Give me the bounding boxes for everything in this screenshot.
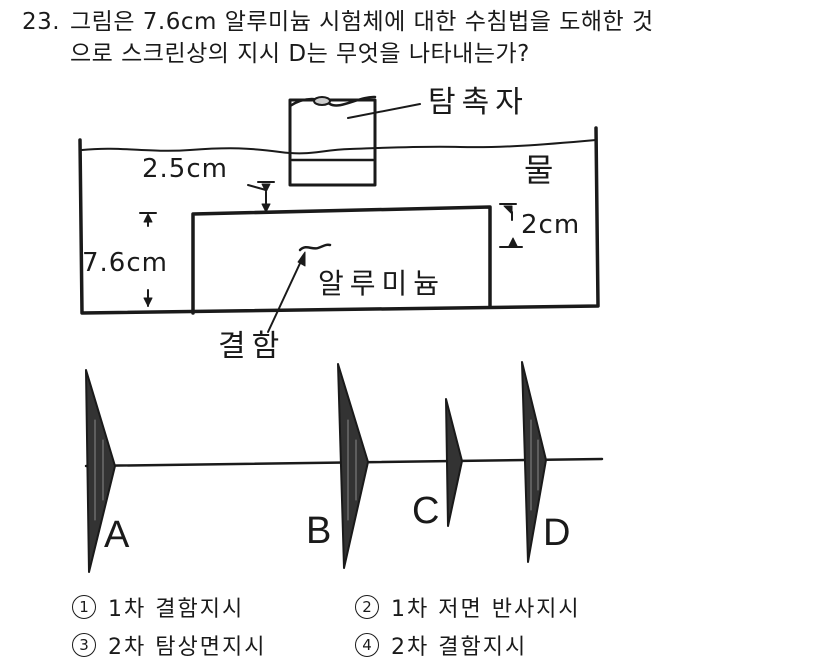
- signal-d-peak: [521, 361, 547, 563]
- probe-label: 탐촉자: [428, 85, 529, 120]
- thickness-label: 7.6cm: [82, 248, 168, 278]
- defect-mark: [298, 243, 332, 252]
- probe-body: [288, 98, 377, 187]
- water-surface: [81, 139, 597, 155]
- answer-options: 1 1차 결함지시 2 1차 저면 반사지시 3 2차 탐상면지시 4 2차 결…: [72, 588, 712, 664]
- signal-c-label: C: [412, 490, 440, 532]
- signal-b-label: B: [306, 510, 332, 552]
- immersion-test-figure: 탐촉자 물 2.5cm 7.6cm 2cm 알루미늄 결함 A B C D: [78, 85, 604, 573]
- options-row-2: 3 2차 탐상면지시 4 2차 결함지시: [72, 626, 712, 664]
- tank-outline: [78, 126, 600, 315]
- option-4-text: 2차 결함지시: [391, 635, 528, 660]
- diagram-drawing: [78, 95, 604, 573]
- question-text-1: 그림은 7.6cm 알루미늄 시험체에 대한 수침법을 도해한 것: [70, 9, 654, 35]
- signal-b-peak: [337, 363, 369, 569]
- option-3-mark: 3: [72, 633, 96, 657]
- option-2[interactable]: 2 1차 저면 반사지시: [355, 591, 638, 623]
- option-2-text: 1차 저면 반사지시: [391, 597, 581, 622]
- option-3-text: 2차 탐상면지시: [108, 635, 267, 660]
- signal-d-label: D: [543, 512, 571, 554]
- signal-c-peak: [445, 398, 463, 527]
- defect-depth-label: 2cm: [521, 210, 581, 240]
- question-text-2: 으로 스크린상의 지시 D는 무엇을 나타내는가?: [70, 41, 530, 67]
- option-1[interactable]: 1 1차 결함지시: [72, 591, 355, 623]
- option-4[interactable]: 4 2차 결함지시: [355, 629, 638, 661]
- water-label: 물: [524, 151, 560, 189]
- option-4-mark: 4: [355, 633, 379, 657]
- option-1-mark: 1: [72, 595, 96, 619]
- signal-a-label: A: [104, 514, 130, 556]
- question-number: 23.: [22, 9, 61, 35]
- option-1-text: 1차 결함지시: [108, 597, 245, 622]
- water-gap-label: 2.5cm: [142, 154, 228, 184]
- signal-a-peak: [85, 369, 116, 573]
- specimen-label: 알루미늄: [318, 267, 446, 300]
- aluminum-block: [191, 205, 492, 315]
- options-row-1: 1 1차 결함지시 2 1차 저면 반사지시: [72, 588, 712, 626]
- defect-label: 결함: [218, 329, 286, 364]
- option-3[interactable]: 3 2차 탐상면지시: [72, 629, 355, 661]
- option-2-mark: 2: [355, 595, 379, 619]
- question-line-1: 23. 그림은 7.6cm 알루미늄 시험체에 대한 수침법을 도해한 것: [22, 6, 812, 38]
- question: 23. 그림은 7.6cm 알루미늄 시험체에 대한 수침법을 도해한 것 으로 …: [22, 6, 812, 70]
